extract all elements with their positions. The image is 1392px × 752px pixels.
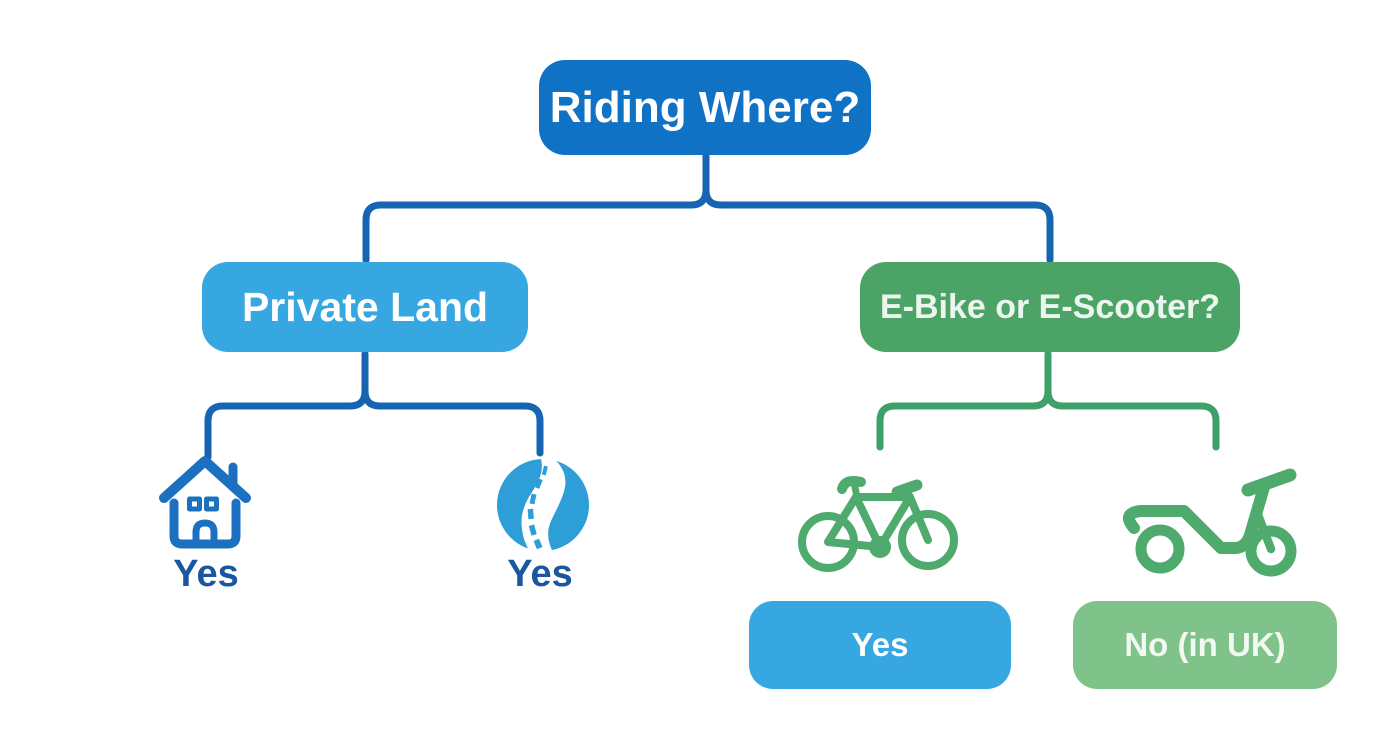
node-riding-where-label: Riding Where? [549,82,861,132]
house-icon [159,456,251,549]
leaf-box-scooter-no-label: No (in UK) [1124,626,1286,663]
leaf-box-bicycle-yes-label: Yes [851,626,909,663]
node-ebike-or-escooter-label: E-Bike or E-Scooter? [879,287,1221,326]
node-ebike-or-escooter: E-Bike or E-Scooter? [860,262,1240,352]
connector-private-land-split [204,350,544,461]
leaf-box-scooter-no: No (in UK) [1073,601,1337,689]
node-private-land-label: Private Land [241,283,489,330]
bicycle-icon [798,475,958,572]
leaf-label-road-yes: Yes [507,553,573,595]
connector-root-split [362,151,1054,264]
node-private-land: Private Land [202,262,528,352]
private-road-icon [497,458,589,554]
leaf-box-bicycle-yes: Yes [749,601,1011,689]
scooter-icon [1122,468,1297,577]
connector-ebike-split [876,350,1220,451]
node-riding-where: Riding Where? [539,60,871,155]
leaf-label-house-yes: Yes [173,553,239,595]
